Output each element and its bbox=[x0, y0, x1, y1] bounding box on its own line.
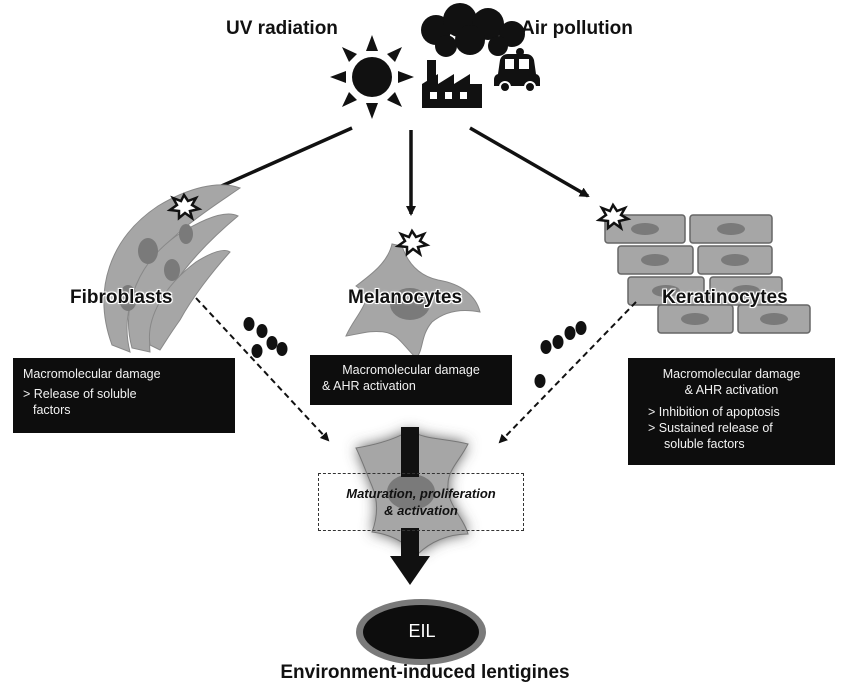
soluble-factor-dots-right bbox=[534, 321, 587, 388]
fibroblasts-effect-line: factors bbox=[33, 403, 71, 417]
keratinocytes-effect-line: & AHR activation bbox=[684, 383, 779, 397]
keratinocytes-effect-line: Macromolecular damage bbox=[662, 367, 801, 381]
fibroblasts-effect-line: > Release of soluble bbox=[23, 387, 137, 401]
eil-label: EIL bbox=[408, 621, 436, 641]
fibroblasts-label: Fibroblasts bbox=[70, 287, 173, 308]
fibroblasts-effects-box: Macromolecular damage > Release of solub… bbox=[13, 358, 235, 433]
melanocytes-effect-line: & AHR activation bbox=[322, 379, 416, 393]
keratinocytes-effects-box: Macromolecular damage & AHR activation >… bbox=[628, 358, 835, 465]
damage-burst-icon bbox=[166, 192, 203, 222]
keratinocytes-effect-line: > Inhibition of apoptosis bbox=[648, 405, 780, 419]
melanocyte-cell bbox=[345, 243, 481, 359]
dashed-arrow-from-fibroblasts bbox=[195, 297, 330, 442]
eil-spot bbox=[356, 599, 486, 665]
keratinocytes-effect-line: soluble factors bbox=[664, 437, 745, 451]
fibroblast-cells bbox=[103, 184, 242, 353]
central-arrow bbox=[390, 427, 430, 585]
maturation-line: & activation bbox=[384, 503, 458, 518]
car-icon bbox=[494, 54, 540, 93]
maturation-box: Maturation, proliferation & activation bbox=[318, 473, 524, 531]
factory-icon bbox=[422, 60, 482, 108]
melanocytes-effects-box: Macromolecular damage & AHR activation bbox=[310, 355, 512, 405]
keratinocyte-cells bbox=[604, 214, 811, 334]
uv-radiation-label: UV radiation bbox=[226, 18, 338, 39]
activated-melanocyte bbox=[355, 429, 469, 555]
smoke-cloud-icon bbox=[421, 3, 525, 61]
sun-icon bbox=[330, 35, 414, 119]
fibroblasts-effect-line: Macromolecular damage bbox=[23, 367, 161, 381]
arrow-to-keratinocytes bbox=[469, 126, 590, 198]
dashed-arrow-from-keratinocytes bbox=[498, 301, 637, 444]
melanocytes-effect-line: Macromolecular damage bbox=[342, 363, 480, 377]
soluble-factor-dots-left bbox=[243, 317, 288, 358]
damage-burst-icon bbox=[394, 228, 431, 258]
damage-burst-icon bbox=[595, 202, 632, 232]
melanocytes-label: Melanocytes bbox=[348, 287, 463, 308]
maturation-line: Maturation, proliferation bbox=[346, 486, 496, 501]
outcome-caption: Environment-induced lentigines bbox=[280, 662, 570, 683]
keratinocytes-label: Keratinocytes bbox=[662, 287, 788, 308]
air-pollution-label: Air pollution bbox=[521, 18, 633, 39]
keratinocytes-effect-line: > Sustained release of bbox=[648, 421, 773, 435]
